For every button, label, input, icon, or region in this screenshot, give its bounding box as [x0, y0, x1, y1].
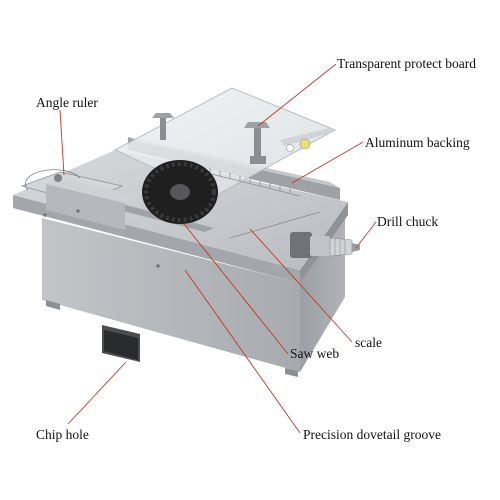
base-front-face [42, 218, 300, 372]
label-transparent-protect-board: Transparent protect board [337, 56, 476, 71]
leader-transparent-protect-board [257, 63, 337, 127]
saw-blade [142, 160, 218, 224]
label-saw-web: Saw web [290, 346, 340, 361]
leader-saw-web [183, 223, 289, 355]
label-drill-chuck: Drill chuck [377, 214, 439, 229]
label-aluminum-backing: Aluminum backing [365, 135, 470, 150]
leader-scale [249, 228, 353, 343]
leader-chip-hole [67, 361, 127, 425]
leader-lines [59, 63, 377, 434]
leader-angle-ruler [59, 109, 65, 176]
leader-drill-chuck [355, 221, 377, 249]
label-angle-ruler: Angle ruler [36, 95, 98, 110]
scale-markings [194, 166, 321, 239]
clamp-knobs [152, 113, 270, 164]
leader-dovetail-groove [184, 269, 301, 434]
label-precision-dovetail-groove: Precision dovetail groove [303, 427, 441, 442]
leader-aluminum-backing [291, 141, 364, 184]
label-chip-hole: Chip hole [36, 427, 89, 442]
label-scale: scale [355, 335, 382, 350]
